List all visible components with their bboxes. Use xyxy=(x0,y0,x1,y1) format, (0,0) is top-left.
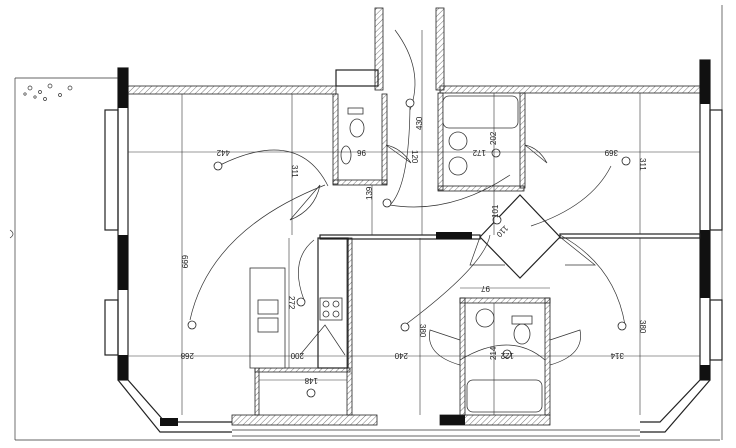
exterior-walls xyxy=(104,59,723,437)
bathtub-bottom xyxy=(466,379,543,413)
dim-148: 148 xyxy=(304,376,318,385)
dim-311: 311 xyxy=(290,165,299,178)
vegetation-symbol xyxy=(23,83,73,101)
interior-walls xyxy=(254,92,701,416)
stove xyxy=(319,297,343,321)
light-fixture-icon xyxy=(213,161,223,171)
light-fixture-icon xyxy=(306,388,316,398)
light-fixture-icon xyxy=(617,321,627,331)
dim-430: 430 xyxy=(415,116,424,130)
dim-101: 101 xyxy=(491,204,500,218)
dim-97: 97 xyxy=(481,284,490,293)
dimension-lines xyxy=(128,30,700,415)
dim-272: 272 xyxy=(287,296,296,310)
dim-202: 202 xyxy=(489,131,498,145)
fixtures xyxy=(249,95,543,413)
door-swings xyxy=(289,144,596,366)
light-fixture-icon xyxy=(382,198,392,208)
entry-corridor xyxy=(335,7,445,111)
dim-268: 268 xyxy=(180,351,194,360)
dim-139: 139 xyxy=(365,186,374,200)
dim-380-bedroom: 380 xyxy=(638,320,647,334)
bathtub-top xyxy=(442,95,519,129)
dim-96: 96 xyxy=(357,148,366,157)
dim-200: 200 xyxy=(290,351,304,360)
washbasin xyxy=(448,156,468,176)
light-fixture-icon xyxy=(296,297,306,307)
dim-311-bedroom: 311 xyxy=(638,158,647,171)
dim-214: 214 xyxy=(489,346,498,360)
dim-172: 172 xyxy=(472,148,486,157)
washbasin xyxy=(448,131,468,151)
light-fixture-icon xyxy=(492,215,502,225)
light-fixture-icon xyxy=(405,98,415,108)
dim-314: 314 xyxy=(610,351,624,360)
dim-369: 369 xyxy=(604,148,618,157)
light-fixture-icon xyxy=(621,156,631,166)
dim-699: 699 xyxy=(180,255,189,269)
light-fixture-icon xyxy=(491,148,501,158)
dim-122: 122 xyxy=(500,351,514,360)
kitchen-sink xyxy=(257,299,279,315)
dim-110: 110 xyxy=(494,224,510,240)
washbasin xyxy=(475,308,495,328)
dim-120: 120 xyxy=(410,150,419,164)
light-fixture-icon xyxy=(187,320,197,330)
light-fixture-icon xyxy=(400,322,410,332)
dim-380: 380 xyxy=(418,324,427,338)
dim-442: 442 xyxy=(216,148,230,157)
dim-240: 240 xyxy=(394,351,408,360)
toilet xyxy=(349,118,365,138)
basin-small xyxy=(340,145,352,165)
toilet xyxy=(513,323,531,345)
